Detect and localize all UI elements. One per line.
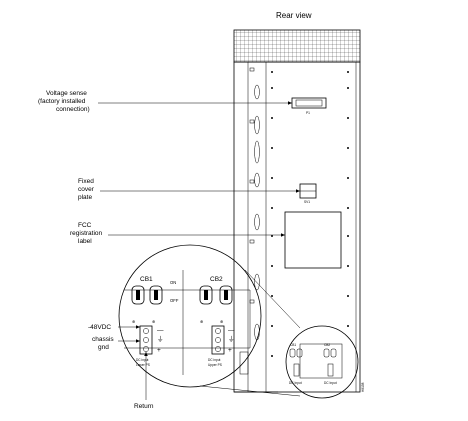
svg-text:DC input: DC input	[136, 358, 149, 362]
svg-text:DC Input: DC Input	[324, 381, 337, 385]
svg-text:⊕: ⊕	[132, 319, 136, 324]
callout-fcc-label: FCC registration label	[70, 222, 285, 245]
callout-voltage-sense: Voltage sense (factory installed connect…	[38, 90, 292, 113]
svg-text:⊕: ⊕	[152, 319, 156, 324]
callout-fixed-cover: Fixed cover plate	[78, 178, 300, 201]
svg-text:-48VDC: -48VDC	[88, 324, 111, 331]
power-panel-small-circle: CB1 CB2 DC Input DC Input	[285, 325, 359, 399]
terminal-block-lower: — ⏚ + DC input Lower PS	[136, 325, 164, 367]
svg-text:CB1: CB1	[140, 276, 153, 283]
svg-text:chassis: chassis	[92, 336, 114, 343]
svg-text:SV1: SV1	[304, 200, 310, 204]
svg-text:CB2: CB2	[210, 276, 223, 283]
svg-text:gnd: gnd	[98, 344, 109, 351]
svg-text:plate: plate	[78, 194, 92, 201]
breaker-cb1	[131, 285, 163, 305]
svg-text:registration: registration	[70, 230, 103, 237]
svg-text:DC Input: DC Input	[289, 381, 302, 385]
svg-text:FCC: FCC	[78, 222, 92, 229]
svg-text:Lower PS: Lower PS	[136, 363, 150, 367]
svg-text:—: —	[228, 327, 235, 334]
terminal-block-upper: — ⏚ + DC input Upper PS	[208, 325, 235, 367]
svg-text:P1: P1	[306, 111, 310, 115]
power-panel-detail-circle: CB1 CB2 ON OFF ⊕ ⊕ ⊕ ⊕ — ⏚ +	[118, 244, 262, 388]
svg-text:⏚: ⏚	[157, 335, 164, 343]
fixed-cover-plate: SV1	[299, 183, 317, 204]
svg-text:label: label	[78, 238, 92, 245]
top-vent-grid	[233, 29, 361, 63]
fcc-label-box	[284, 211, 342, 269]
svg-text:ON: ON	[170, 280, 176, 285]
svg-text:⊕: ⊕	[220, 319, 224, 324]
voltage-sense-connector: P1	[291, 97, 327, 115]
svg-text:—: —	[157, 327, 164, 334]
svg-text:⊕: ⊕	[200, 319, 204, 324]
svg-text:Upper PS: Upper PS	[208, 363, 222, 367]
svg-text:cover: cover	[78, 186, 95, 193]
svg-text:CB2: CB2	[324, 343, 330, 347]
svg-text:Return: Return	[134, 403, 154, 410]
svg-text:(factory installed: (factory installed	[38, 98, 86, 105]
svg-text:⏚: ⏚	[228, 335, 235, 343]
svg-text:DC input: DC input	[208, 358, 221, 362]
breaker-cb2	[199, 285, 233, 305]
callout-chassis-gnd: chassis gnd	[92, 336, 140, 351]
svg-text:connection): connection)	[56, 106, 90, 113]
svg-text:CB1: CB1	[290, 343, 296, 347]
figure-id: H8158	[361, 382, 365, 392]
svg-text:OFF: OFF	[170, 298, 179, 303]
diagram-title: Rear view	[276, 11, 312, 20]
svg-text:Voltage sense: Voltage sense	[46, 90, 87, 97]
chassis	[233, 61, 361, 393]
projection-line-top	[244, 269, 301, 329]
callout-minus48: -48VDC	[88, 324, 140, 331]
svg-text:+: +	[228, 347, 232, 354]
svg-text:+: +	[157, 347, 161, 354]
svg-text:Fixed: Fixed	[78, 178, 94, 185]
projection-line-bottom	[199, 385, 301, 397]
callout-return: Return	[134, 352, 154, 410]
